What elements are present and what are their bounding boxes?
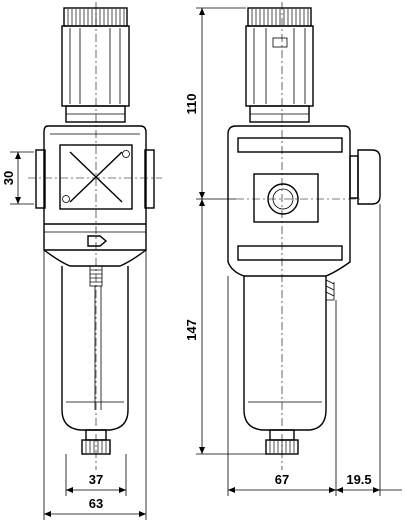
screw-icon	[122, 150, 130, 158]
side-view	[227, 2, 381, 470]
front-body	[35, 125, 155, 267]
dimension-label-110: 110	[184, 94, 199, 115]
front-regulator-knob	[61, 7, 130, 123]
front-view	[28, 2, 162, 470]
front-bowl	[61, 265, 129, 455]
dimension-label-30: 30	[1, 171, 16, 185]
dimension-label-63: 63	[89, 496, 103, 511]
flow-arrow-icon	[87, 235, 108, 247]
side-bowl	[243, 276, 327, 455]
pressure-gauge-icon	[357, 149, 381, 205]
screw-icon	[62, 195, 70, 203]
dimension-label-147: 147	[184, 319, 199, 341]
dimension-label-37: 37	[89, 472, 103, 487]
lock-icon	[272, 37, 288, 48]
dimension-label-19-5: 19.5	[346, 472, 371, 487]
side-body	[227, 125, 381, 301]
dimension-lines	[10, 7, 402, 520]
dimension-label-67: 67	[275, 472, 289, 487]
side-regulator-knob	[245, 7, 314, 123]
